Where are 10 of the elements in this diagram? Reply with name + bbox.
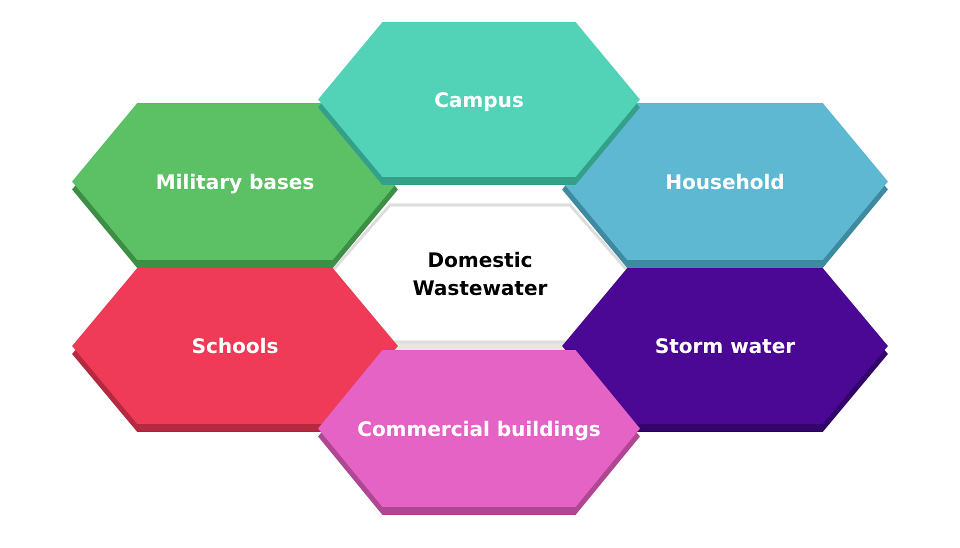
- tile-label: Household: [664, 169, 786, 196]
- tile-label: Campus: [433, 87, 525, 114]
- hexagon-tile: [562, 103, 888, 268]
- tile-label: Schools: [190, 333, 280, 360]
- hexagon-tile: [318, 350, 640, 515]
- tile-label: Commercial buildings: [356, 416, 602, 443]
- hexagon-tile: [72, 103, 398, 268]
- tile-label: Domestic Wastewater: [412, 247, 548, 302]
- tile-label: Storm water: [654, 333, 796, 360]
- tile-label: Military bases: [154, 169, 316, 196]
